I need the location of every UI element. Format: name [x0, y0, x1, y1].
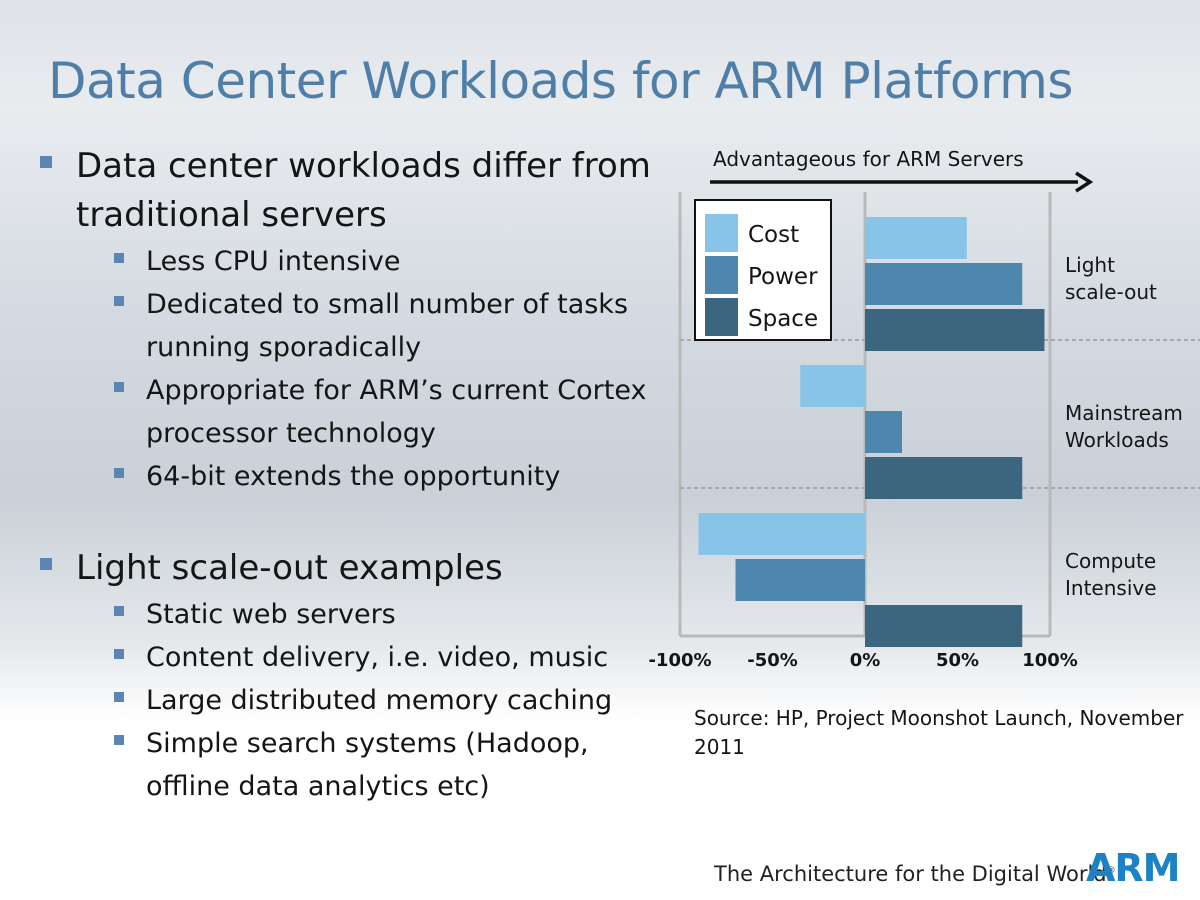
sub-bullet: Dedicated to small number of tasks runni… — [40, 283, 680, 369]
bar-power — [735, 559, 865, 601]
bullet-square-icon — [40, 558, 52, 570]
bullet-square-icon — [114, 649, 124, 659]
legend-label: Power — [748, 264, 818, 290]
bullet-text: Light scale-out examples — [76, 548, 503, 588]
bullet-list: Data center workloads differ from tradit… — [40, 142, 680, 808]
sub-bullet: Static web servers — [40, 593, 680, 636]
sub-bullet: Simple search systems (Hadoop, offline d… — [40, 722, 680, 808]
sub-bullet-text: Simple search systems (Hadoop, offline d… — [146, 728, 589, 802]
sub-bullet: 64-bit extends the opportunity — [40, 455, 680, 498]
sub-bullet-text: Large distributed memory caching — [146, 685, 613, 716]
arrow-right-icon — [1075, 171, 1094, 193]
tagline-text: The Architecture for the Digital World — [714, 862, 1107, 886]
x-tick-label: -50% — [747, 650, 798, 671]
x-tick-label: 0% — [850, 650, 881, 671]
sub-bullet: Content delivery, i.e. video, music — [40, 636, 680, 679]
slide-title: Data Center Workloads for ARM Platforms — [48, 52, 1073, 110]
sub-bullet-text: 64-bit extends the opportunity — [146, 461, 561, 492]
source-note: Source: HP, Project Moonshot Launch, Nov… — [694, 706, 1184, 759]
bar-space — [865, 605, 1023, 647]
bullet-text: Data center workloads differ from tradit… — [76, 146, 651, 235]
chart-title: Advantageous for ARM Servers — [713, 147, 1024, 171]
sub-bullet: Appropriate for ARM’s current Cortex pro… — [40, 369, 680, 455]
bar-cost — [865, 217, 967, 259]
bullet-square-icon — [114, 606, 124, 616]
bullet-scaleout-examples: Light scale-out examples — [40, 544, 680, 593]
sub-bullet-text: Static web servers — [146, 599, 396, 630]
bullet-workloads-differ: Data center workloads differ from tradit… — [40, 142, 680, 240]
arm-logo: ARM — [1086, 846, 1180, 890]
registered-mark: ® — [1106, 866, 1116, 876]
bullet-square-icon — [114, 296, 124, 306]
legend-label: Cost — [748, 222, 799, 248]
footer-tagline: The Architecture for the Digital World® — [714, 862, 1116, 886]
bar-cost — [698, 513, 865, 555]
legend-label: Space — [748, 306, 818, 332]
bar-power — [865, 411, 902, 453]
bar-space — [865, 309, 1045, 351]
bullet-square-icon — [114, 468, 124, 478]
sub-bullet-text: Dedicated to small number of tasks runni… — [146, 289, 629, 363]
x-tick-label: -100% — [648, 650, 711, 671]
x-tick-label: 100% — [1022, 650, 1078, 671]
bullet-square-icon — [114, 692, 124, 702]
bullet-square-icon — [114, 253, 124, 263]
sub-bullet: Large distributed memory caching — [40, 679, 680, 722]
sub-bullet-text: Less CPU intensive — [146, 246, 401, 277]
sub-bullet: Less CPU intensive — [40, 240, 680, 283]
legend-swatch-space — [705, 298, 738, 336]
legend-swatch-cost — [705, 214, 738, 252]
bullet-square-icon — [114, 735, 124, 745]
bar-power — [865, 263, 1023, 305]
bar-cost — [800, 365, 865, 407]
x-tick-label: 50% — [936, 650, 979, 671]
sub-bullet-text: Content delivery, i.e. video, music — [146, 642, 609, 673]
bullet-square-icon — [114, 382, 124, 392]
legend-swatch-power — [705, 256, 738, 294]
bar-space — [865, 457, 1023, 499]
sub-bullet-text: Appropriate for ARM’s current Cortex pro… — [146, 375, 647, 449]
bullet-square-icon — [40, 156, 52, 168]
